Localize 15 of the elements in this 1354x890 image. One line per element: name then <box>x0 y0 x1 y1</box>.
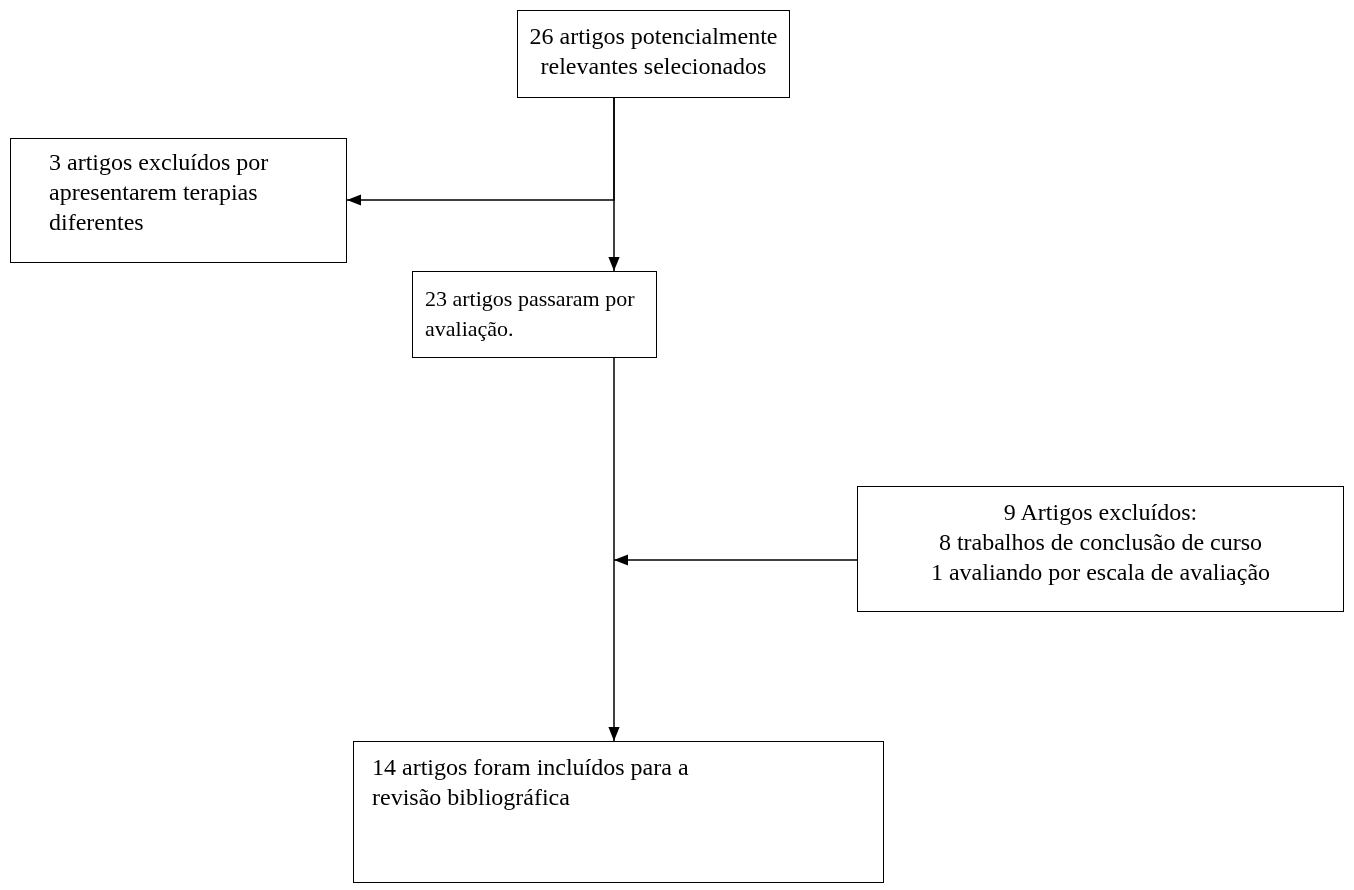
box-text: 14 artigos foram incluídos para a revisão bibliográfica <box>372 753 690 812</box>
arrow <box>613 554 858 566</box>
process-box <box>353 741 884 883</box>
process-box <box>412 271 657 358</box>
arrow <box>346 97 615 206</box>
box-text: 1 avaliando por escala de avaliação <box>929 558 1272 587</box>
process-box <box>517 10 790 98</box>
process-box <box>857 486 1344 612</box>
process-box <box>10 138 347 263</box>
box-text: 9 Artigos excluídos: <box>1002 498 1199 527</box>
arrow <box>608 357 620 742</box>
box-text: 23 artigos passaram por avaliação. <box>425 285 636 343</box>
box-text: 26 artigos potencialmente relevantes selecionados <box>528 22 779 81</box>
box-text: 8 trabalhos de conclusão de curso <box>937 528 1264 557</box>
box-text: 3 artigos excluídos por apresentarem terapias diferentes <box>49 148 270 237</box>
